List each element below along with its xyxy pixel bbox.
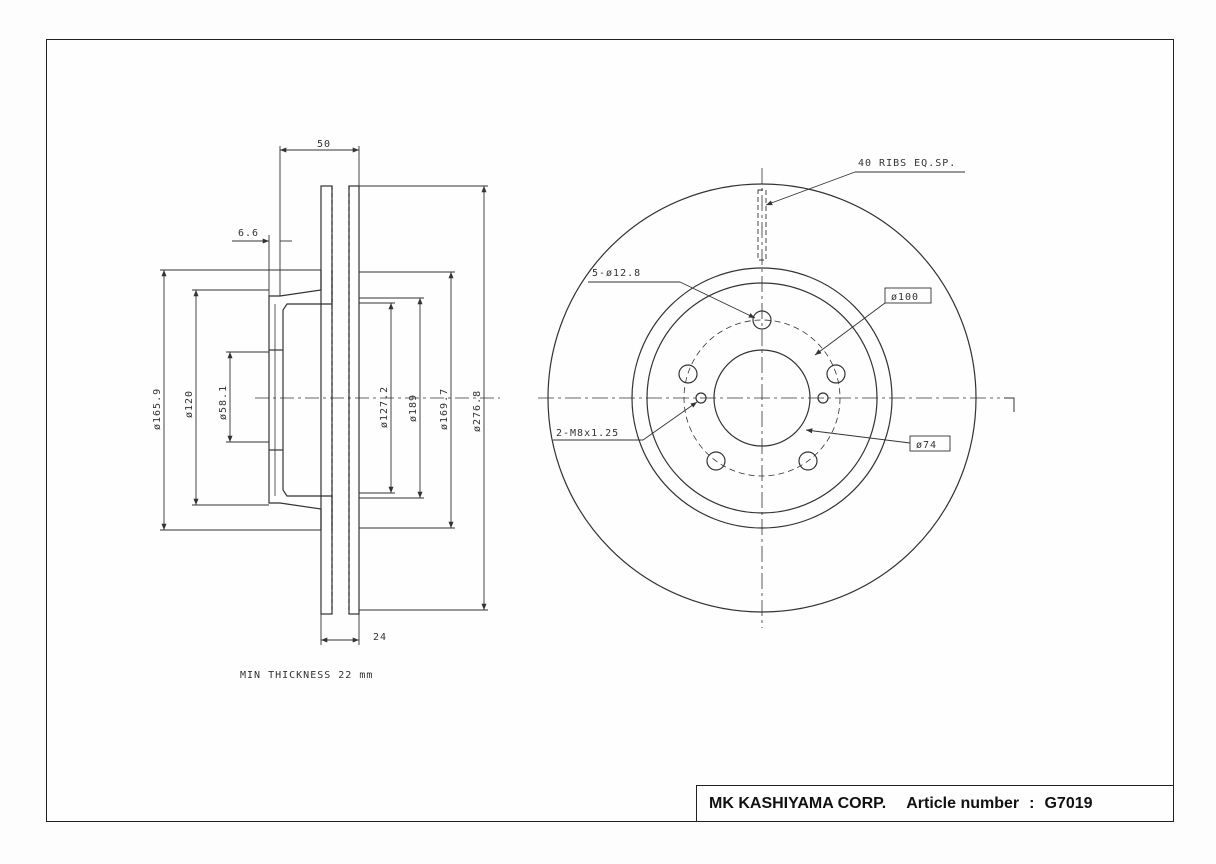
company-name: MK KASHIYAMA CORP. [709,795,887,812]
article-number: G7019 [1044,795,1093,812]
front-view-leaders [553,171,965,452]
section-dimensions [160,146,488,645]
note-pilot: ø74 [916,440,937,451]
pcd-label-box [884,287,932,304]
dim-hat-diameter: ø165.9 [152,388,163,430]
dim-outer-diameter: ø276.8 [472,390,483,432]
note-min-thickness: MIN THICKNESS 22 mm [240,670,373,681]
dim-center-bore: ø58.1 [218,385,229,420]
title-block: MK KASHIYAMA CORP. Article number : G701… [696,785,1174,822]
dim-bore-169: ø169.7 [439,388,450,430]
dim-inner-diameter: ø120 [184,390,195,418]
dim-diameter-189: ø189 [408,394,419,422]
outer-plate-right [348,185,360,615]
drawing-frame [46,39,1174,822]
bolt-hole [798,451,818,471]
dim-bore-127: ø127.2 [379,386,390,428]
bolt-hole [826,364,846,384]
dim-hat-thickness: 6.6 [238,228,259,239]
note-ribs: 40 RIBS EQ.SP. [858,158,956,169]
article-separator: : [1029,795,1035,812]
outer-plate-left [320,185,333,615]
note-pcd: ø100 [891,292,919,303]
note-threaded-holes: 2-M8x1.25 [556,428,619,439]
front-view [538,168,1015,628]
pilot-label-box [909,435,951,452]
bolt-hole [678,364,698,384]
dim-disc-thickness: 24 [373,632,387,643]
section-view [255,185,500,615]
article-label: Article number [906,795,1020,812]
bolt-hole [706,451,726,471]
note-bolt-holes: 5-ø12.8 [592,268,641,279]
hat-section [268,270,322,530]
dim-width: 50 [317,139,331,150]
section-dimension-labels: 50 6.6 24 ø165.9 ø120 ø58.1 ø127.2 ø189 … [152,139,483,681]
front-view-labels: 40 RIBS EQ.SP. 5-ø12.8 ø100 2-M8x1.25 ø7… [556,158,956,451]
